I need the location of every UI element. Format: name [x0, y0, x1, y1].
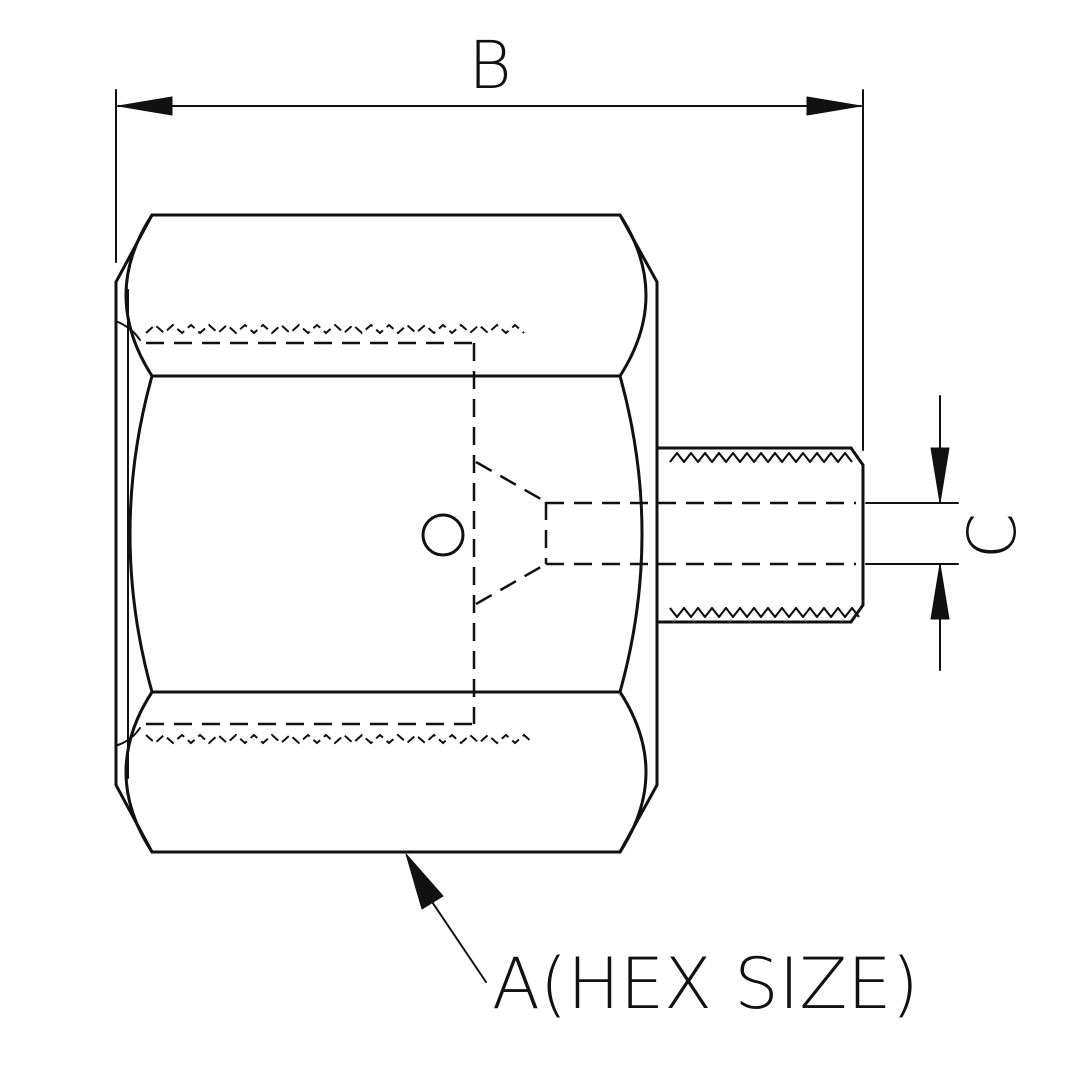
hex-arc-right-bottom	[618, 690, 648, 854]
dimension-a: A(HEX SIZE)	[405, 853, 919, 1025]
hex-body	[114, 213, 659, 854]
hex-arc-right-middle	[618, 374, 644, 694]
dim-a-arrow	[405, 853, 444, 910]
hex-arc-right-top	[618, 213, 648, 378]
dim-a-label: A(HEX SIZE)	[492, 943, 919, 1025]
dim-c-arrow-top	[930, 447, 950, 504]
female-thread-top	[145, 323, 525, 335]
cone-lower	[475, 562, 547, 606]
hex-arc-left-top	[124, 213, 154, 378]
dimension-c: C	[865, 395, 1031, 671]
spigot-end-chamfer	[849, 446, 865, 624]
center-mark-circle	[421, 513, 465, 557]
hex-arc-left-middle	[128, 374, 154, 694]
male-thread-bottom	[669, 606, 860, 619]
female-thread-bottom	[145, 733, 534, 745]
dim-b-label: B	[468, 27, 511, 104]
dim-b-arrow-left	[117, 96, 173, 116]
hex-outline	[114, 213, 622, 854]
dim-c-arrow-bottom	[930, 563, 950, 620]
hex-arc-left-bottom	[124, 690, 154, 854]
cone-upper	[475, 460, 547, 504]
dimension-b: B	[115, 27, 864, 451]
internal-bore-hidden	[475, 460, 856, 606]
female-thread-lead-bottom	[117, 727, 141, 746]
female-thread-hidden	[117, 321, 534, 746]
male-thread-top	[669, 451, 853, 464]
male-spigot	[655, 446, 865, 624]
dim-b-arrow-right	[806, 96, 862, 116]
female-thread-lead-top	[117, 321, 141, 341]
dim-c-label: C	[954, 513, 1031, 559]
